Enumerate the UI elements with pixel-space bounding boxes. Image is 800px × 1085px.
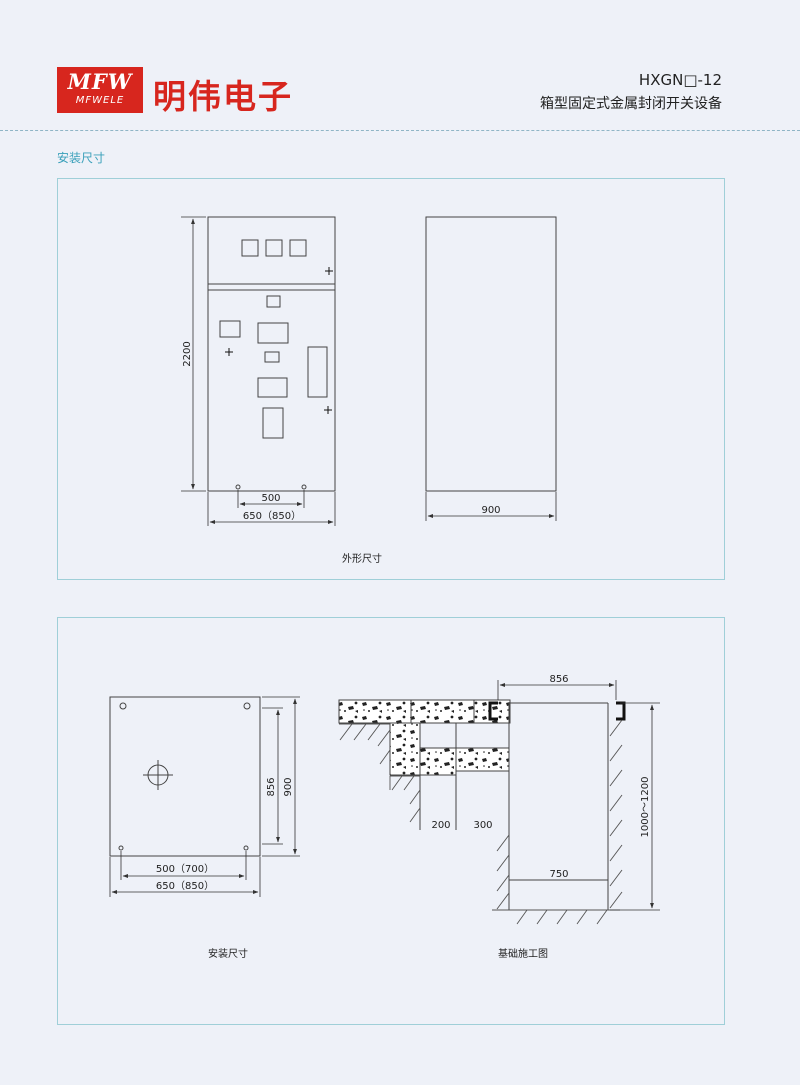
cabinet-side-view bbox=[425, 216, 557, 492]
outline-caption: 外形尺寸 bbox=[342, 552, 382, 565]
dim-856-top-label: 856 bbox=[549, 674, 568, 685]
foundation-pit bbox=[419, 701, 626, 911]
dim-900-label: 900 bbox=[283, 777, 294, 796]
foundation-caption: 基础施工图 bbox=[498, 947, 548, 960]
installation-caption: 安装尺寸 bbox=[208, 947, 248, 960]
installation-panel bbox=[57, 617, 725, 1025]
dim-650-850-label: 650（850） bbox=[156, 880, 214, 892]
front-view-dimensions bbox=[181, 216, 336, 526]
width-650-label: 650（850） bbox=[243, 510, 301, 522]
width-500-label: 500 bbox=[261, 493, 280, 504]
model-number: HXGN□-12 bbox=[638, 71, 722, 89]
brand-name: 明伟电子 bbox=[153, 77, 293, 116]
foundation-dimensions bbox=[497, 680, 660, 911]
logo-text: MFW bbox=[67, 69, 133, 94]
header-divider bbox=[0, 130, 800, 131]
cabinet-front-marks bbox=[225, 267, 333, 414]
dim-500-700-label: 500（700） bbox=[156, 863, 214, 875]
height-2200-label: 2200 bbox=[182, 341, 193, 366]
dim-300-label: 300 bbox=[473, 820, 492, 831]
soil-hatching bbox=[339, 719, 623, 925]
installation-plan-dimensions bbox=[109, 696, 300, 897]
foundation-slabs bbox=[338, 699, 511, 776]
cabinet-front-view bbox=[207, 216, 336, 492]
installation-plan bbox=[109, 696, 261, 857]
logo-subtext: MFWELE bbox=[75, 95, 125, 106]
outline-dimensions-panel bbox=[57, 178, 725, 580]
dim-depth-label: 1000～1200 bbox=[640, 777, 651, 838]
dim-200-label: 200 bbox=[431, 820, 450, 831]
dim-856-label: 856 bbox=[266, 777, 277, 796]
width-900-label: 900 bbox=[481, 505, 500, 516]
product-name: 箱型固定式金属封闭开关设备 bbox=[540, 96, 722, 112]
dim-750-label: 750 bbox=[549, 869, 568, 880]
side-view-dimensions bbox=[425, 492, 557, 521]
company-logo: MFW MFWELE bbox=[57, 67, 143, 113]
section-title: 安装尺寸 bbox=[57, 151, 106, 165]
